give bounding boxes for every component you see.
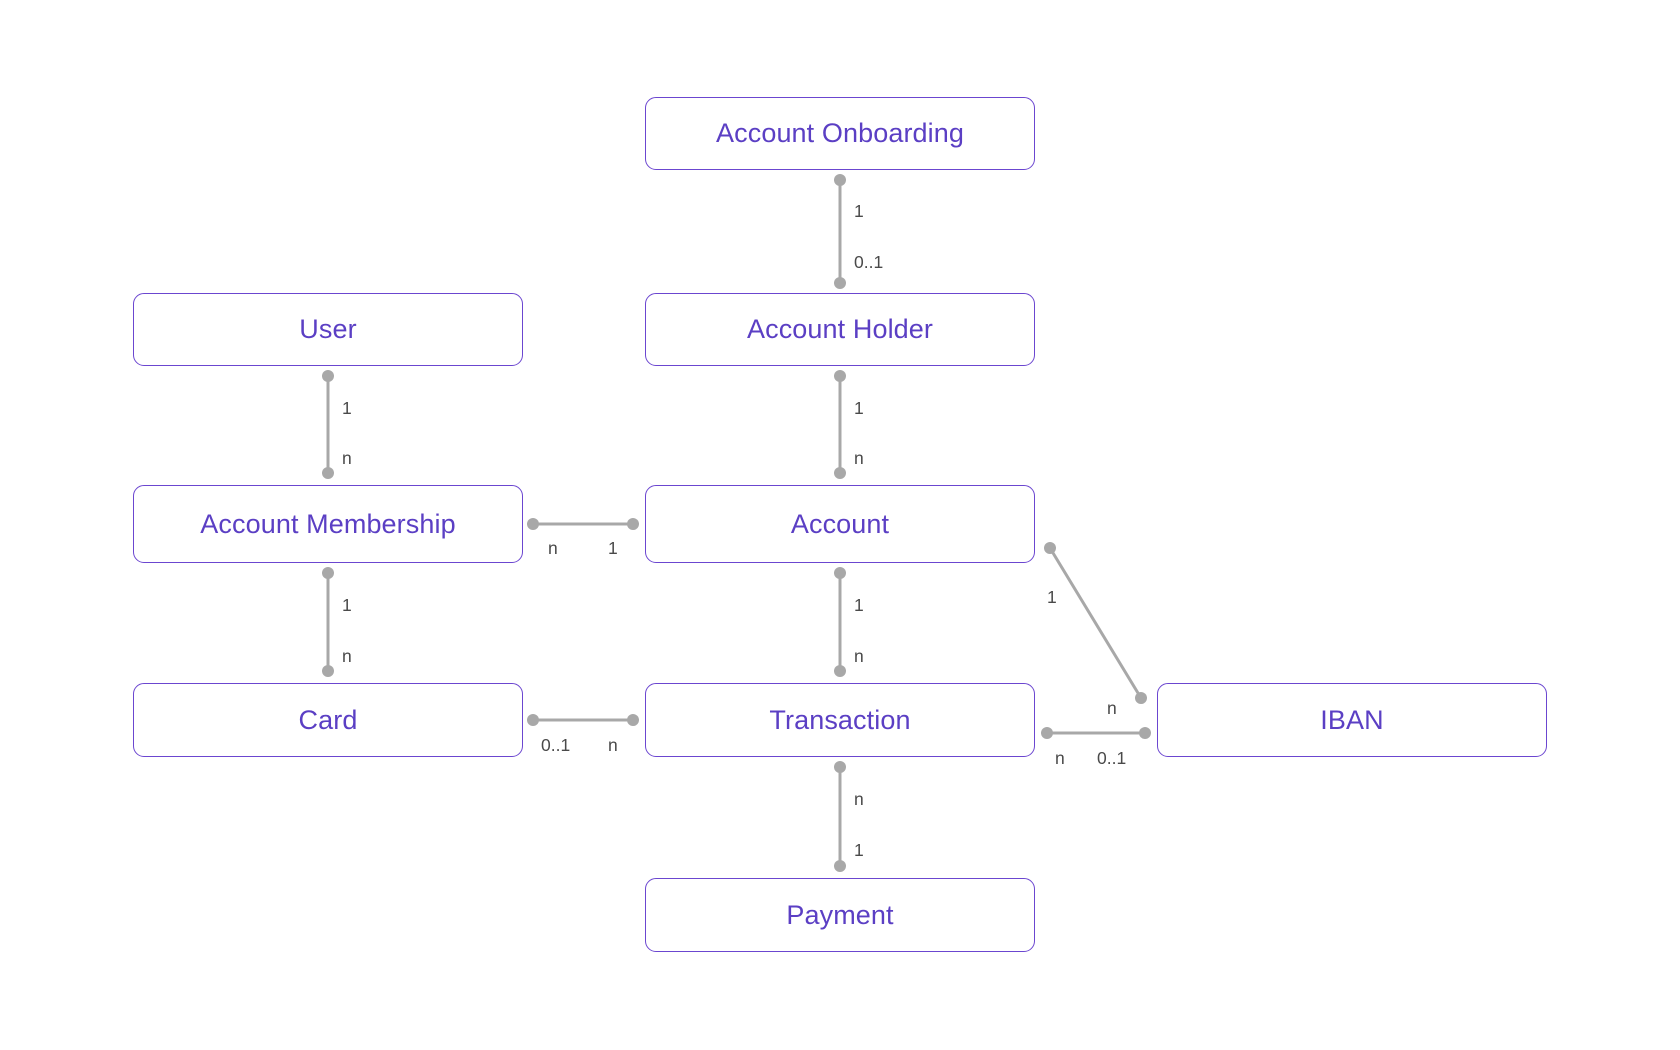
cardinality-label-from-onboarding-holder: 1 xyxy=(854,201,864,221)
edge-endpoint-source-card-transaction xyxy=(527,714,539,726)
cardinality-label-from-membership-account: n xyxy=(548,538,558,558)
cardinality-label-from-membership-card: 1 xyxy=(342,595,352,615)
edge-endpoint-source-onboarding-holder xyxy=(834,174,846,186)
entity-label-account_holder: Account Holder xyxy=(747,314,933,344)
edge-endpoint-target-holder-account xyxy=(834,467,846,479)
cardinality-label-from-card-transaction: 0..1 xyxy=(541,735,571,755)
entity-label-account: Account xyxy=(790,508,890,539)
edge-endpoint-target-transaction-iban xyxy=(1139,727,1151,739)
entity-label-account_onboarding: Account Onboarding xyxy=(716,118,964,148)
entity-node-account[interactable]: Account xyxy=(645,485,1035,563)
cardinality-label-to-holder-account: n xyxy=(854,448,864,468)
cardinality-label-from-transaction-iban: n xyxy=(1055,748,1065,768)
edge-endpoint-target-onboarding-holder xyxy=(834,277,846,289)
entity-node-user[interactable]: User xyxy=(133,293,523,366)
cardinality-label-to-account-iban: n xyxy=(1107,698,1117,718)
entity-node-account_onboarding[interactable]: Account Onboarding xyxy=(645,97,1035,170)
entity-node-account_membership[interactable]: Account Membership xyxy=(133,485,523,563)
edge-endpoint-target-card-transaction xyxy=(627,714,639,726)
entity-label-payment: Payment xyxy=(786,899,894,930)
entity-label-transaction: Transaction xyxy=(769,704,911,735)
cardinality-label-from-transaction-payment: n xyxy=(854,789,864,809)
edge-endpoint-source-holder-account xyxy=(834,370,846,382)
cardinality-label-from-holder-account: 1 xyxy=(854,398,864,418)
entity-node-card[interactable]: Card xyxy=(133,683,523,757)
edge-endpoint-source-account-transaction xyxy=(834,567,846,579)
cardinality-label-to-membership-card: n xyxy=(342,646,352,666)
entity-label-card: Card xyxy=(298,704,358,735)
edge-endpoint-target-transaction-payment xyxy=(834,860,846,872)
edge-endpoint-target-account-iban xyxy=(1135,692,1147,704)
cardinality-label-to-card-transaction: n xyxy=(608,735,618,755)
cardinality-label-to-user-membership: n xyxy=(342,448,352,468)
entity-label-user: User xyxy=(299,314,357,344)
cardinality-label-to-onboarding-holder: 0..1 xyxy=(854,252,884,272)
cardinality-label-to-transaction-iban: 0..1 xyxy=(1097,748,1127,768)
cardinality-label-to-transaction-payment: 1 xyxy=(854,840,864,860)
cardinality-label-to-membership-account: 1 xyxy=(608,538,618,558)
edge-line-account-iban xyxy=(1048,546,1143,700)
cardinality-label-to-account-transaction: n xyxy=(854,646,864,666)
cardinality-label-from-account-transaction: 1 xyxy=(854,595,864,615)
edge-endpoint-source-transaction-payment xyxy=(834,761,846,773)
edge-endpoint-source-transaction-iban xyxy=(1041,727,1053,739)
edge-endpoint-source-membership-card xyxy=(322,567,334,579)
entity-node-transaction[interactable]: Transaction xyxy=(645,683,1035,757)
edge-endpoint-source-user-membership xyxy=(322,370,334,382)
edge-endpoint-source-account-iban xyxy=(1044,542,1056,554)
edge-endpoint-target-account-transaction xyxy=(834,665,846,677)
edge-endpoint-target-membership-card xyxy=(322,665,334,677)
entity-label-account_membership: Account Membership xyxy=(200,508,456,539)
edge-endpoint-target-user-membership xyxy=(322,467,334,479)
edge-endpoint-source-membership-account xyxy=(527,518,539,530)
entity-node-iban[interactable]: IBAN xyxy=(1157,683,1547,757)
edge-endpoint-target-membership-account xyxy=(627,518,639,530)
entity-node-payment[interactable]: Payment xyxy=(645,878,1035,952)
cardinality-label-from-account-iban: 1 xyxy=(1047,587,1057,607)
cardinality-label-from-user-membership: 1 xyxy=(342,398,352,418)
entity-label-iban: IBAN xyxy=(1320,704,1384,735)
entity-node-account_holder[interactable]: Account Holder xyxy=(645,293,1035,366)
